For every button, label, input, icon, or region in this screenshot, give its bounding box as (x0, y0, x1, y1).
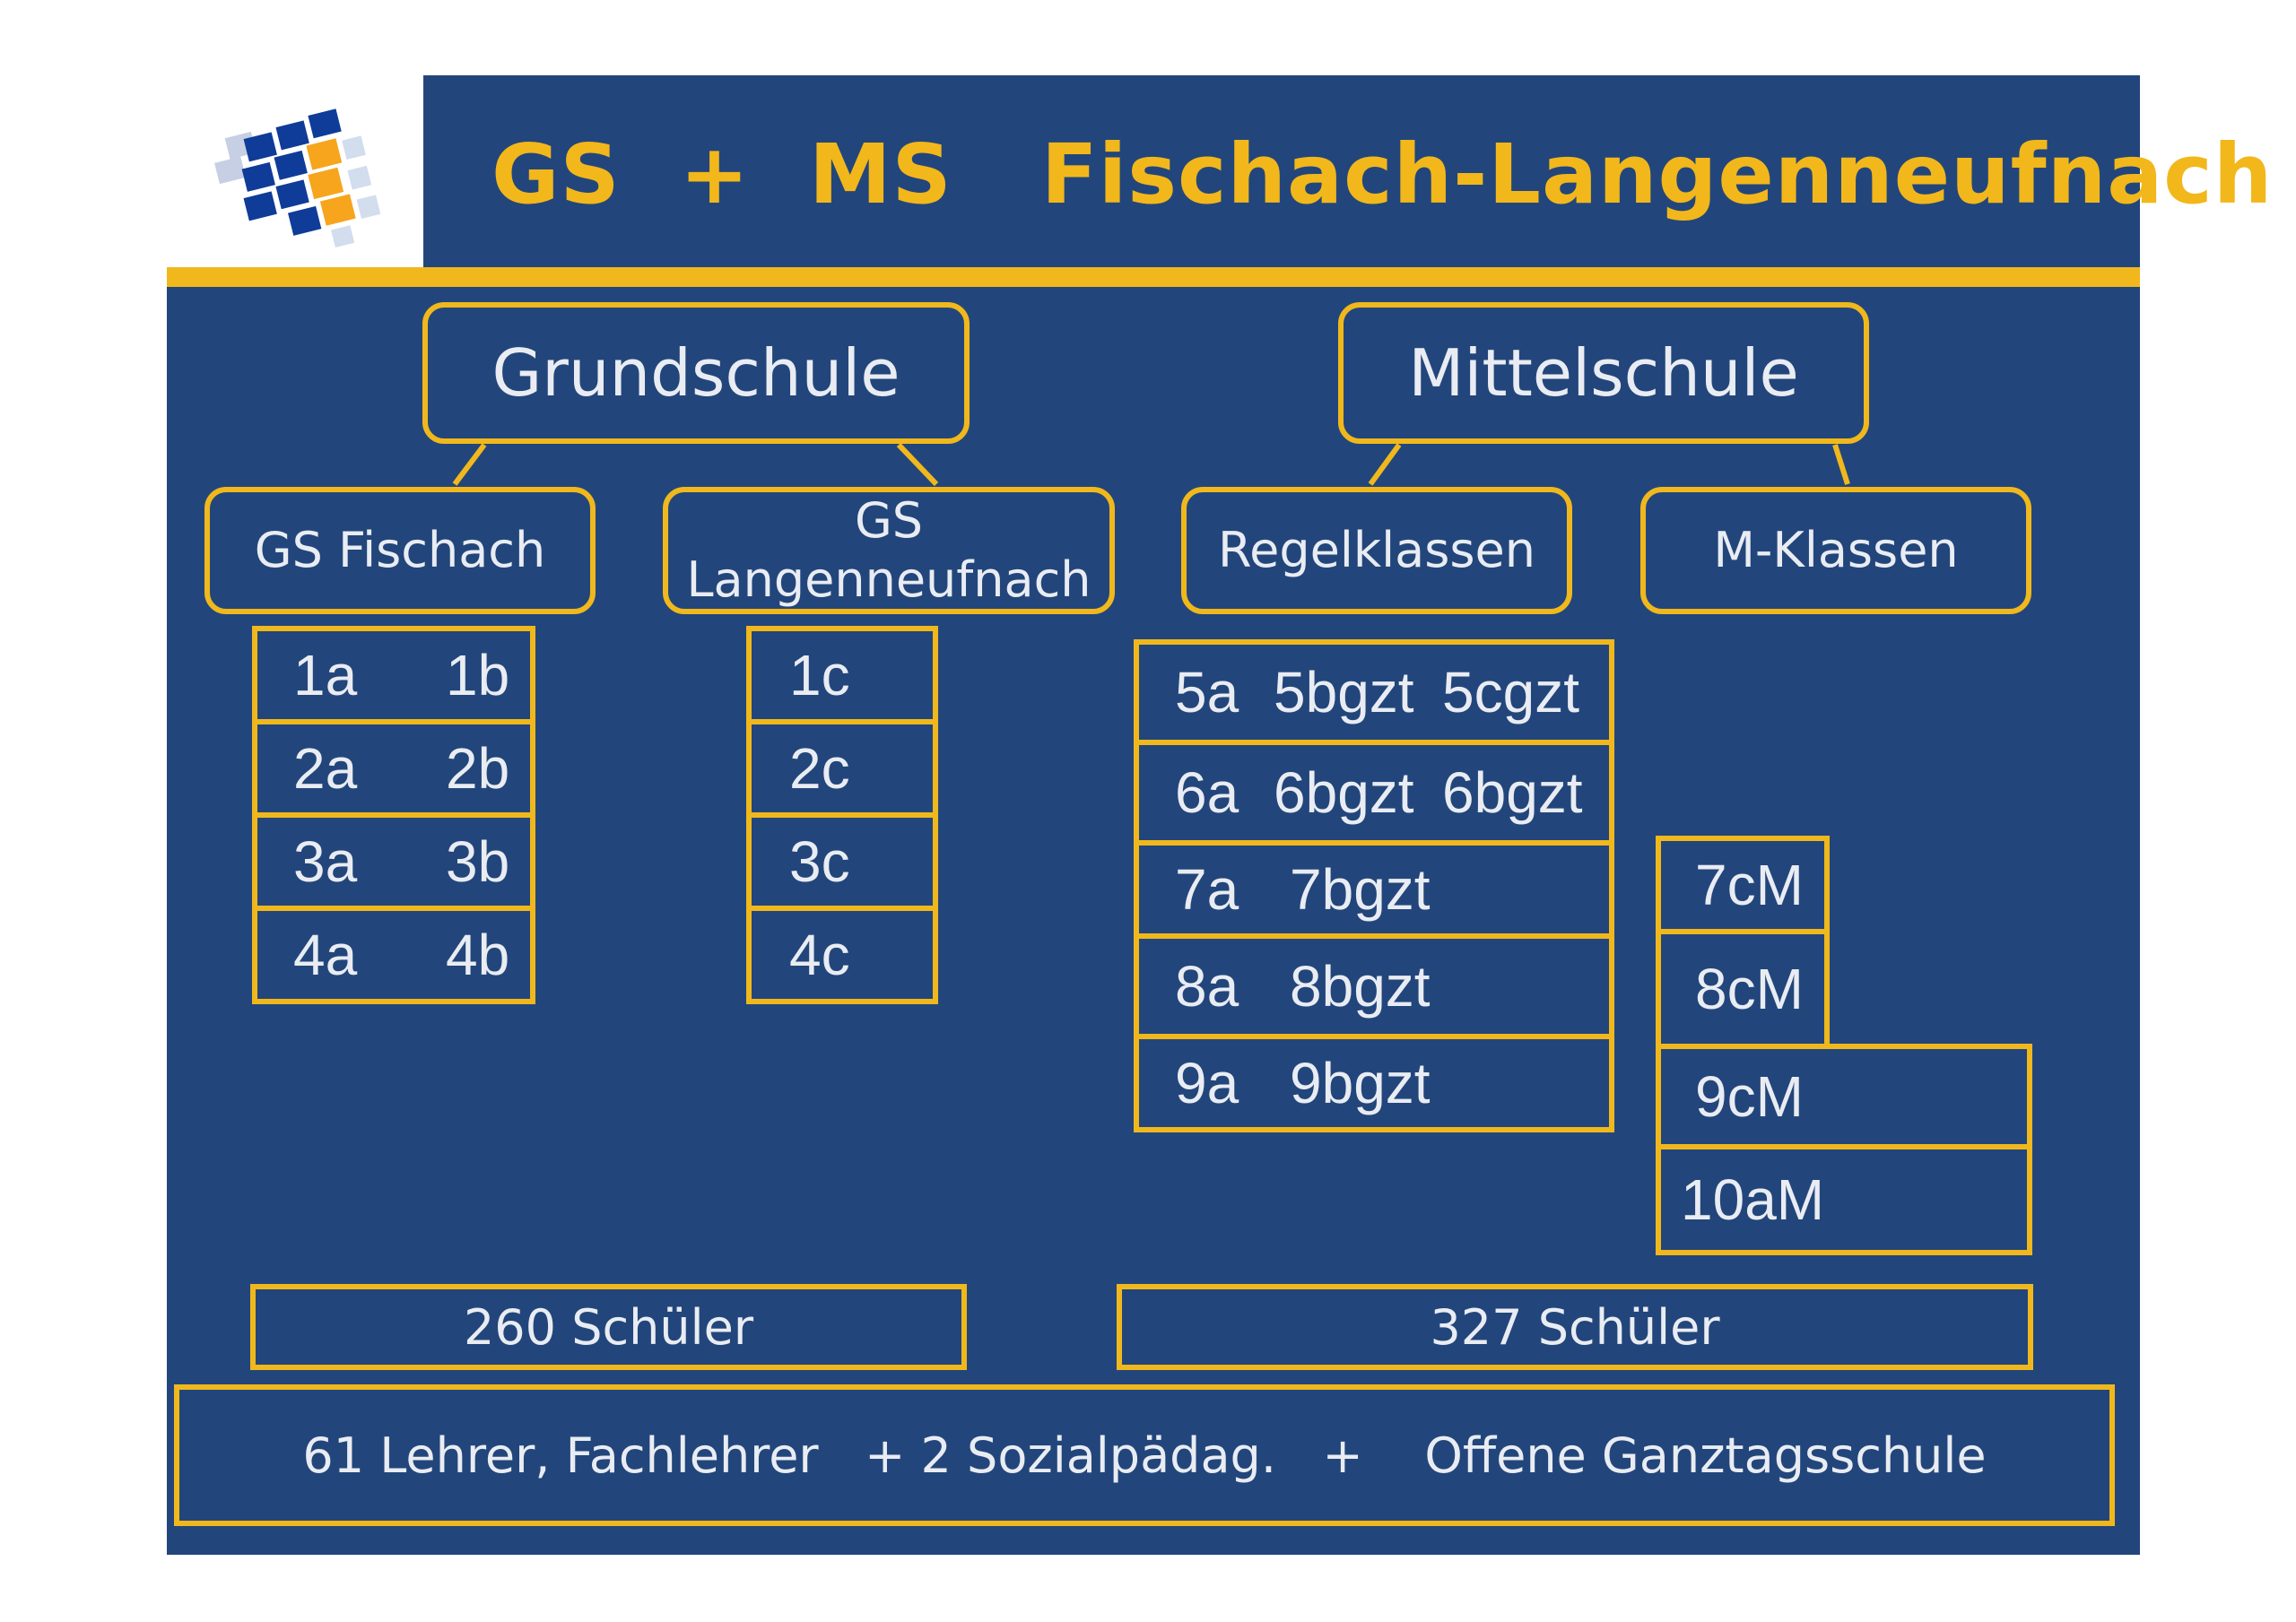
class-row: 7cM (1656, 836, 1830, 934)
class-row: 4a 4b (252, 906, 535, 1004)
class-label: 4c (789, 923, 850, 987)
class-label: 2b (446, 736, 510, 801)
gs-langenneufnach-box: GS Langenneufnach (663, 487, 1115, 614)
class-label: 9cM (1695, 1064, 1804, 1129)
class-label: 2c (789, 736, 850, 801)
gs-fischach-box: GS Fischach (204, 487, 596, 614)
header-divider (167, 267, 2140, 287)
class-label: 7bgzt (1290, 857, 1431, 922)
class-label: 8a (1175, 954, 1239, 1019)
class-row: 5a 5bgzt 5cgzt (1134, 639, 1614, 745)
class-label: 3b (446, 829, 510, 894)
class-row: 7a 7bgzt (1134, 840, 1614, 939)
class-row: 3a 3b (252, 812, 535, 911)
class-row: 8a 8bgzt (1134, 933, 1614, 1039)
mittelschule-box: Mittelschule (1338, 302, 1869, 444)
class-label: 8cM (1695, 957, 1804, 1021)
class-label: 1b (446, 643, 510, 707)
page-title: GS + MS Fischach-Langenneufnach (491, 126, 2274, 222)
class-row: 9cM (1656, 1044, 2032, 1149)
connector-m-klassen (1832, 444, 1850, 485)
class-label: 4b (446, 923, 510, 987)
class-label: 1a (293, 643, 358, 707)
class-label: 5bgzt (1274, 660, 1414, 724)
class-label: 2a (293, 736, 358, 801)
class-row: 2a 2b (252, 719, 535, 818)
grundschule-box: Grundschule (422, 302, 970, 444)
class-label: 6bgzt (1274, 760, 1414, 825)
regelklassen-box: Regelklassen (1181, 487, 1572, 614)
class-label: 6a (1175, 760, 1239, 825)
class-row: 6a 6bgzt 6bgzt (1134, 740, 1614, 846)
class-label: 3a (293, 829, 358, 894)
class-row: 9a 9bgzt (1134, 1034, 1614, 1132)
connector-gs-fischach (452, 443, 487, 486)
class-row: 10aM (1656, 1144, 2032, 1255)
class-label: 7a (1175, 857, 1239, 922)
class-label: 6bgzt (1442, 760, 1583, 825)
class-label: 3c (789, 829, 850, 894)
class-label: 9bgzt (1290, 1051, 1431, 1115)
class-label: 10aM (1681, 1167, 1825, 1232)
class-label: 4a (293, 923, 358, 987)
class-row: 1c (746, 626, 938, 724)
logo-area (167, 75, 423, 267)
staff-summary-box: 61 Lehrer, Fachlehrer + 2 Sozialpädag. +… (174, 1384, 2115, 1526)
connector-regelklassen (1368, 443, 1402, 486)
header-band (423, 75, 2140, 267)
connector-gs-langenneufnach (896, 442, 939, 487)
class-row: 1a 1b (252, 626, 535, 724)
m-klassen-box: M-Klassen (1640, 487, 2031, 614)
class-row: 8cM (1656, 929, 1830, 1049)
mittelschule-students-box: 327 Schüler (1117, 1284, 2033, 1370)
class-row: 3c (746, 812, 938, 911)
grid-squares-logo-icon (214, 108, 381, 248)
grundschule-students-box: 260 Schüler (250, 1284, 967, 1370)
class-label: 1c (789, 643, 850, 707)
class-row: 2c (746, 719, 938, 818)
class-label: 5a (1175, 660, 1239, 724)
class-label: 8bgzt (1290, 954, 1431, 1019)
class-label: 9a (1175, 1051, 1239, 1115)
class-row: 4c (746, 906, 938, 1004)
class-label: 5cgzt (1442, 660, 1579, 724)
class-label: 7cM (1695, 853, 1804, 917)
